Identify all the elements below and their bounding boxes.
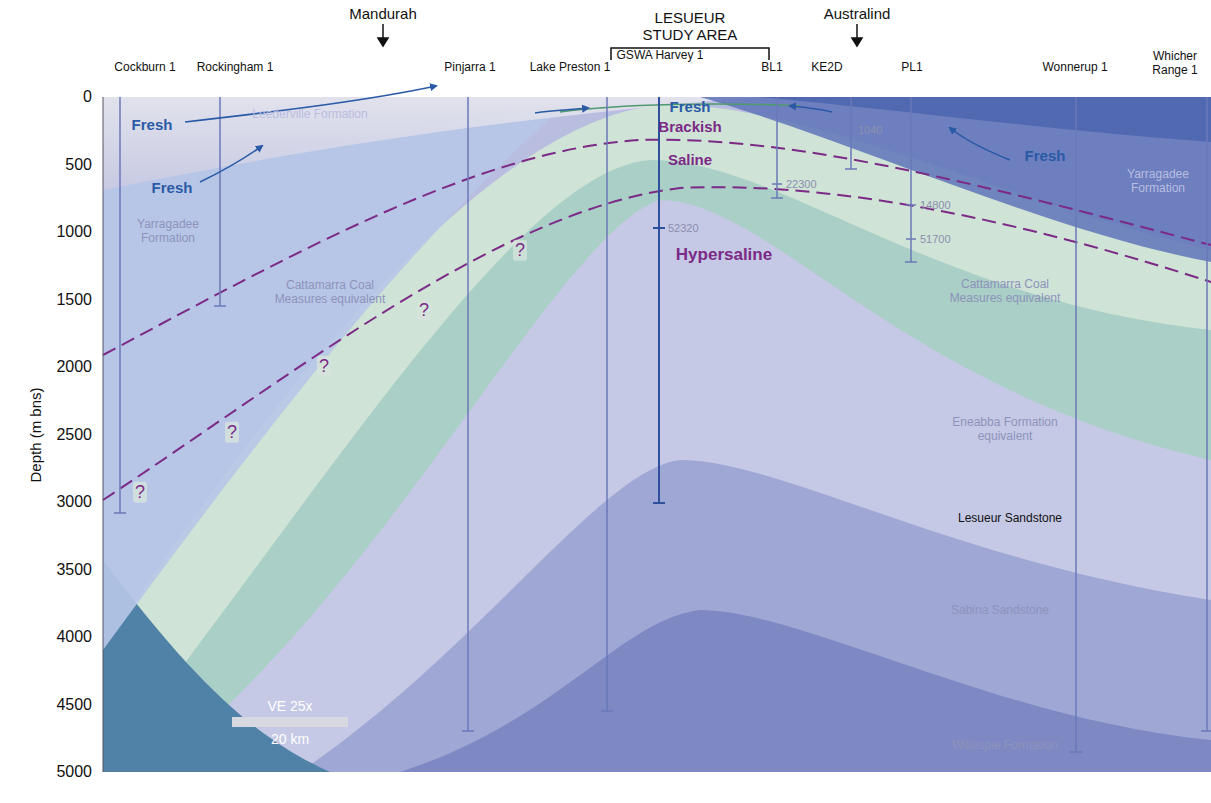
axis-title: Depth (m bns) — [27, 387, 44, 482]
water-zone-label: Hypersaline — [676, 245, 772, 265]
salinity-value: 22300 — [786, 178, 817, 191]
depth-tick: 3000 — [56, 493, 92, 511]
well-name: Rockingham 1 — [197, 61, 274, 75]
well-name: Cockburn 1 — [114, 61, 175, 75]
scale-label: VE 25x — [267, 698, 312, 714]
leederville-layer — [103, 97, 760, 190]
water-zone-label: Fresh — [670, 98, 711, 115]
salinity-boundary — [103, 140, 1211, 355]
depth-tick: 500 — [65, 155, 92, 173]
ground — [103, 97, 1211, 772]
scale-bar — [232, 717, 348, 727]
place-label: Mandurah — [349, 5, 417, 22]
uncertainty-mark: ? — [225, 422, 239, 443]
wells — [114, 97, 1211, 752]
depth-tick: 1000 — [56, 223, 92, 241]
uncertainty-mark: ? — [317, 356, 331, 377]
sabina-layer — [300, 460, 1211, 772]
formation-label: Cattamarra Coal Measures equivalent — [265, 279, 395, 307]
water-zone-label: Brackish — [658, 118, 721, 135]
depth-tick: 1500 — [56, 290, 92, 308]
uncertainty-mark: ? — [417, 300, 431, 321]
depth-tick: 5000 — [56, 763, 92, 781]
study-area-label: LESUEUR STUDY AREA — [630, 9, 750, 44]
harvey-well — [653, 97, 665, 503]
formation-label: Eneabba Formation equivalent — [940, 416, 1070, 444]
depth-tick: 2000 — [56, 358, 92, 376]
depth-tick: 4000 — [56, 628, 92, 646]
formation-label: Leederville Formation — [252, 108, 367, 122]
water-zone-label: Saline — [668, 151, 712, 168]
yarragadee-layer — [700, 97, 1211, 262]
salinity-boundary — [103, 187, 1211, 500]
location-arrows — [378, 24, 862, 46]
well-name: Pinjarra 1 — [444, 61, 495, 75]
uncertainty-mark: ? — [513, 240, 527, 261]
formation-label: Cattamarra Coal Measures equivalent — [940, 278, 1070, 306]
water-zone-label: Fresh — [152, 179, 193, 196]
fresh-zone — [760, 97, 1211, 142]
depth-tick: 3500 — [56, 560, 92, 578]
salinity-value: 52320 — [668, 222, 699, 235]
depth-tick: 0 — [83, 88, 92, 106]
willespie-layer — [400, 610, 1211, 772]
scale-label: 20 km — [271, 731, 309, 747]
axis-line — [103, 97, 104, 772]
flow-arrows — [185, 86, 1010, 182]
well-name: Wonnerup 1 — [1042, 61, 1107, 75]
well-name: Lake Preston 1 — [530, 61, 611, 75]
water-zone-label: Fresh — [132, 116, 173, 133]
lesueur-layer — [150, 200, 1211, 772]
formation-label: Willespie Formation — [952, 739, 1057, 753]
salinity-value: 14800 — [920, 199, 951, 212]
salinity-value: 1040 — [858, 124, 882, 137]
salinity-value: 51700 — [920, 233, 951, 246]
well-name: Whicher Range 1 — [1144, 50, 1206, 78]
well-name: BL1 — [761, 61, 782, 75]
formation-label: Yarragadee Formation — [129, 218, 207, 246]
well-name: KE2D — [811, 61, 842, 75]
well-name: PL1 — [901, 61, 922, 75]
uncertainty-mark: ? — [133, 482, 147, 503]
water-zone-label: Fresh — [1025, 147, 1066, 164]
well-name: GSWA Harvey 1 — [617, 49, 704, 63]
yarragadee-layer — [103, 110, 560, 650]
formation-label: Lesueur Sandstone — [958, 512, 1062, 526]
place-label: Australind — [824, 5, 891, 22]
formation-label: Sabina Sandstone — [951, 604, 1049, 618]
depth-tick: 4500 — [56, 695, 92, 713]
formation-label: Yarragadee Formation — [1119, 168, 1197, 196]
depth-tick: 2500 — [56, 425, 92, 443]
